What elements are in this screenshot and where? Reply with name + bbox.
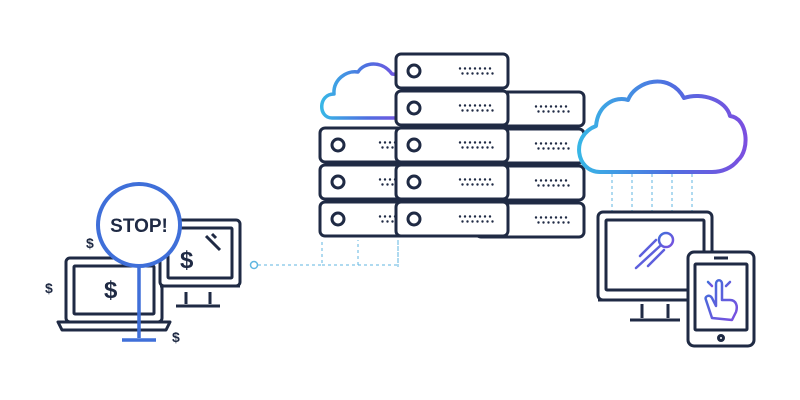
server-rack-icon — [318, 52, 586, 239]
stop-sign-label: STOP! — [110, 216, 168, 237]
tap-hand-icon — [704, 272, 738, 322]
cloud-icon — [577, 79, 748, 174]
server-unit — [394, 89, 510, 127]
server-unit — [394, 52, 510, 90]
server-unit — [394, 163, 510, 201]
stop-sign-icon — [96, 182, 182, 342]
dollar-symbol: $ — [45, 280, 53, 296]
connector-lines — [258, 174, 693, 270]
connector-node — [249, 260, 259, 270]
dollar-symbol: $ — [86, 235, 94, 251]
cloud-icon — [320, 62, 407, 120]
server-unit — [394, 126, 510, 164]
dollar-symbol: $ — [104, 277, 118, 304]
rocket-icon — [634, 231, 675, 270]
server-unit — [394, 200, 510, 238]
dollar-symbol: $ — [180, 247, 194, 274]
dollar-symbol: $ — [172, 329, 180, 345]
